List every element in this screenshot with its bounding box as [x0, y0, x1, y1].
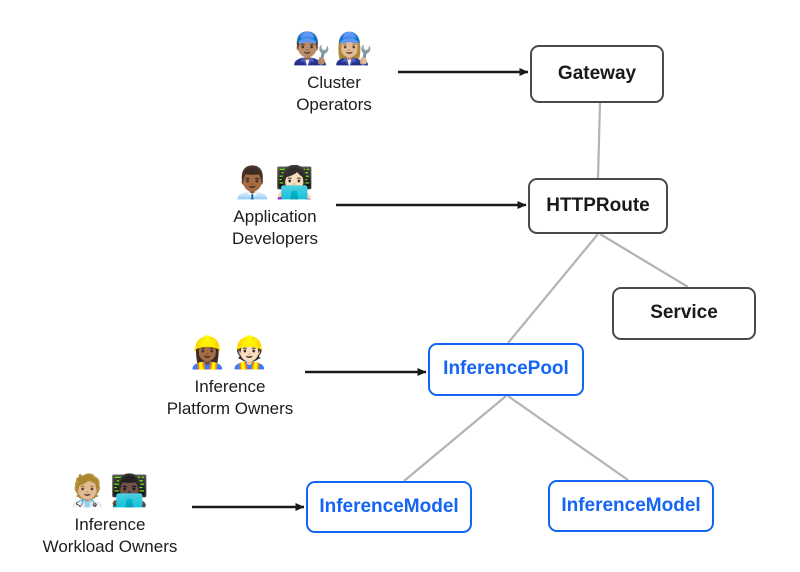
cluster-operators-label: Cluster Operators: [296, 73, 372, 114]
relation-gateway-httproute: [596, 102, 602, 179]
node-service[interactable]: Service: [612, 287, 756, 340]
node-inferencepool[interactable]: InferencePool: [428, 343, 584, 396]
node-service-label: Service: [650, 302, 718, 324]
application-developers-icon: 👨🏾‍💼👩🏻‍💻: [233, 164, 317, 200]
cluster-operators-icon: 👨🏽‍🔧👩🏼‍🔧: [292, 30, 376, 66]
actor-application-developers: 👨🏾‍💼👩🏻‍💻 Application Developers: [170, 162, 380, 250]
actor-inference-platform-owners: 👷🏾‍♀️👷🏻 Inference Platform Owners: [125, 332, 335, 420]
node-inferencemodel-right[interactable]: InferenceModel: [548, 480, 714, 532]
relation-httproute-service: [599, 233, 689, 288]
actor-cluster-operators: 👨🏽‍🔧👩🏼‍🔧 Cluster Operators: [229, 28, 439, 116]
node-inferencemodel-right-label: InferenceModel: [561, 494, 701, 516]
inference-platform-owners-label: Inference Platform Owners: [166, 377, 294, 418]
inference-workload-owners-label: Inference Workload Owners: [42, 515, 178, 556]
node-gateway-label: Gateway: [557, 62, 637, 84]
node-gateway[interactable]: Gateway: [530, 45, 664, 103]
inference-platform-owners-icon: 👷🏾‍♀️👷🏻: [188, 334, 272, 370]
relation-inferencepool-inferencemodel-right: [507, 395, 629, 481]
application-developers-label: Application Developers: [232, 207, 318, 248]
node-inferencepool-label: InferencePool: [443, 358, 569, 380]
relation-inferencepool-inferencemodel-left: [403, 395, 507, 482]
inference-workload-owners-icon: 🧑🏼‍⚕️👨🏿‍💻: [68, 472, 152, 508]
node-httproute[interactable]: HTTPRoute: [528, 178, 668, 234]
relation-httproute-inferencepool: [507, 233, 599, 344]
node-inferencemodel-left-label: InferenceModel: [319, 495, 459, 517]
node-inferencemodel-left[interactable]: InferenceModel: [306, 481, 472, 533]
actor-inference-workload-owners: 🧑🏼‍⚕️👨🏿‍💻 Inference Workload Owners: [5, 470, 215, 558]
node-httproute-label: HTTPRoute: [546, 194, 650, 216]
